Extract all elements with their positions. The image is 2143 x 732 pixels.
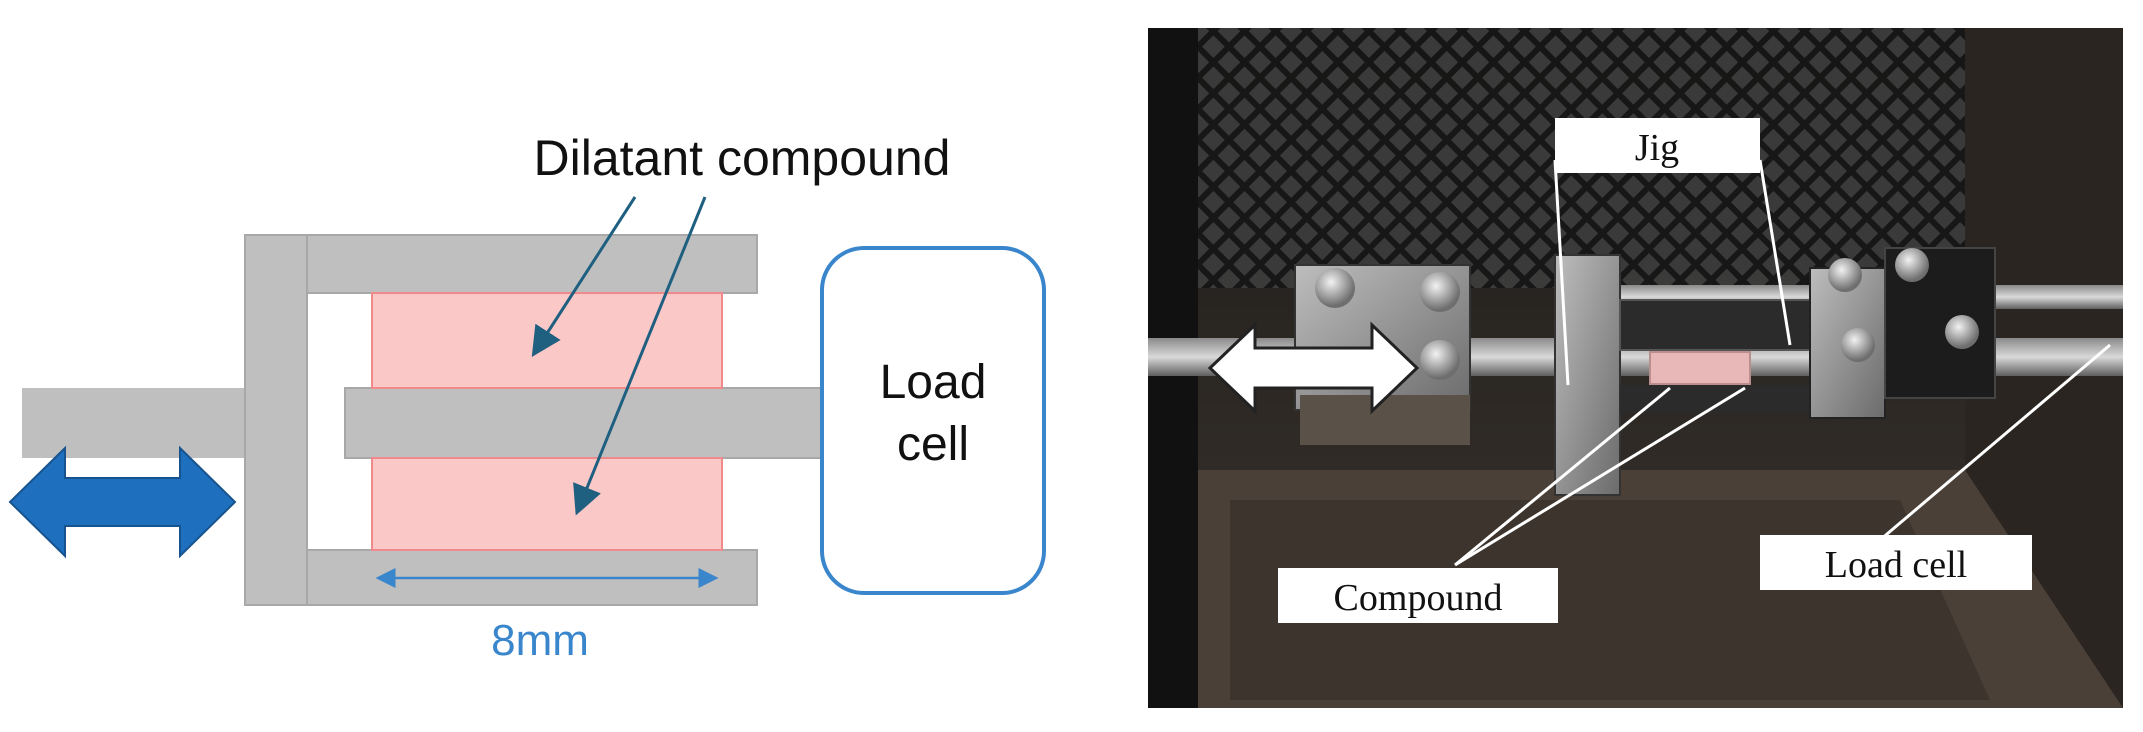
dimension-label: 8mm	[491, 616, 589, 665]
compound-photo-label: Compound	[1334, 577, 1503, 619]
load-cell-label-line2: cell	[897, 418, 969, 471]
screw-icon	[1895, 248, 1929, 282]
left-rod	[22, 388, 252, 458]
jig-body	[1554, 254, 1621, 496]
left-clamp-base	[1300, 395, 1470, 445]
fixture-frame-vertical	[244, 234, 308, 606]
displacement-arrow-icon	[8, 445, 237, 559]
jig-label-box	[1555, 118, 1760, 173]
schematic-diagram: Dilatant compound 8mm Load cell	[8, 130, 1046, 665]
center-rod	[344, 387, 831, 459]
jig-plate	[1619, 299, 1826, 351]
compound-block-upper	[371, 292, 723, 389]
displacement-arrow-white-icon	[1207, 321, 1420, 415]
compound-pointer-arrow-2	[573, 196, 707, 516]
load-cell-box	[820, 246, 1046, 595]
load-cell-label-line1: Load	[880, 356, 987, 409]
compound-pointer-arrow-1	[531, 196, 637, 358]
compound-sample	[1649, 351, 1751, 385]
compound-label: Dilatant compound	[534, 130, 951, 186]
screw-icon	[1420, 340, 1460, 380]
screw-icon	[1420, 272, 1460, 312]
jig-leader-left	[1553, 159, 1570, 386]
screw-icon	[1841, 328, 1875, 362]
screw-icon	[1828, 258, 1862, 292]
jig-label: Jig	[1635, 127, 1679, 169]
compound-label-box	[1278, 568, 1558, 623]
load-cell-label-box	[1760, 535, 2032, 590]
jig-leader-right	[1758, 159, 1792, 346]
load-cell-photo-label: Load cell	[1825, 544, 1967, 586]
apparatus-photo: Jig Compound Load cell	[1148, 28, 2123, 708]
compound-leader-2	[1454, 386, 1746, 567]
load-cell-leader	[1879, 343, 2111, 542]
screw-icon	[1945, 315, 1979, 349]
compound-block-lower	[371, 457, 723, 551]
jig-lower-plate	[1620, 385, 1825, 413]
screw-icon	[1315, 268, 1355, 308]
compound-leader-1	[1454, 386, 1671, 567]
fixture-top-plate	[306, 234, 758, 294]
